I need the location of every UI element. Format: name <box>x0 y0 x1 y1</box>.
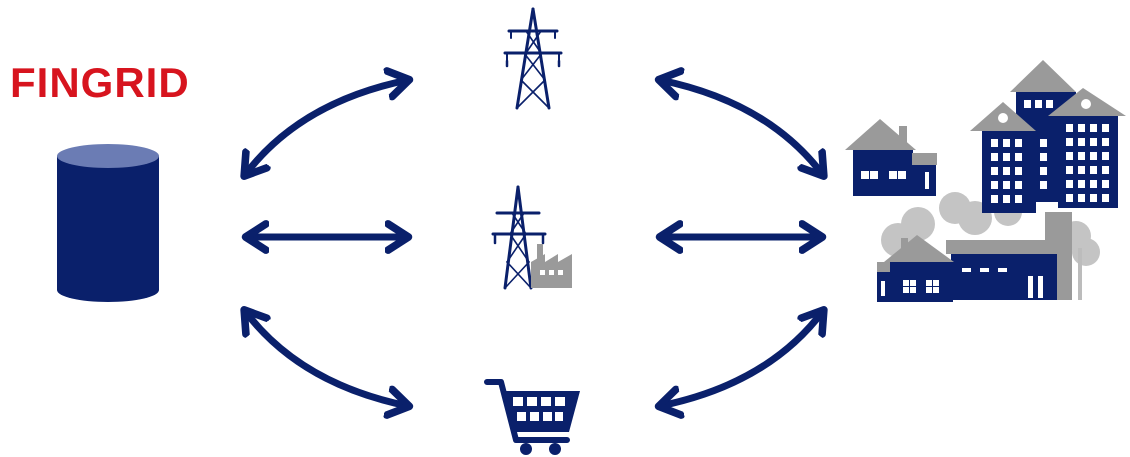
apartment-windows <box>991 100 1109 203</box>
arrows <box>245 80 823 406</box>
house-icon <box>877 235 954 302</box>
buildings-houses-icon <box>845 60 1126 302</box>
tower-factory-icon <box>491 185 572 290</box>
arrow-datahub-retailer <box>245 311 408 406</box>
shop-building-icon <box>946 240 1064 300</box>
house-icon <box>845 119 937 196</box>
fingrid-logo: FINGRID <box>10 59 190 106</box>
cylinder-database-icon <box>57 144 159 302</box>
apartment-building-icon <box>970 60 1126 213</box>
arrow-datahub-gridoperator <box>245 80 408 175</box>
arrow-retailer-consumers <box>660 311 823 406</box>
factory-icon <box>531 244 572 288</box>
transmission-tower-icon <box>503 7 563 110</box>
shopping-cart-icon <box>484 379 580 455</box>
arrow-gridoperator-consumers <box>660 80 823 175</box>
